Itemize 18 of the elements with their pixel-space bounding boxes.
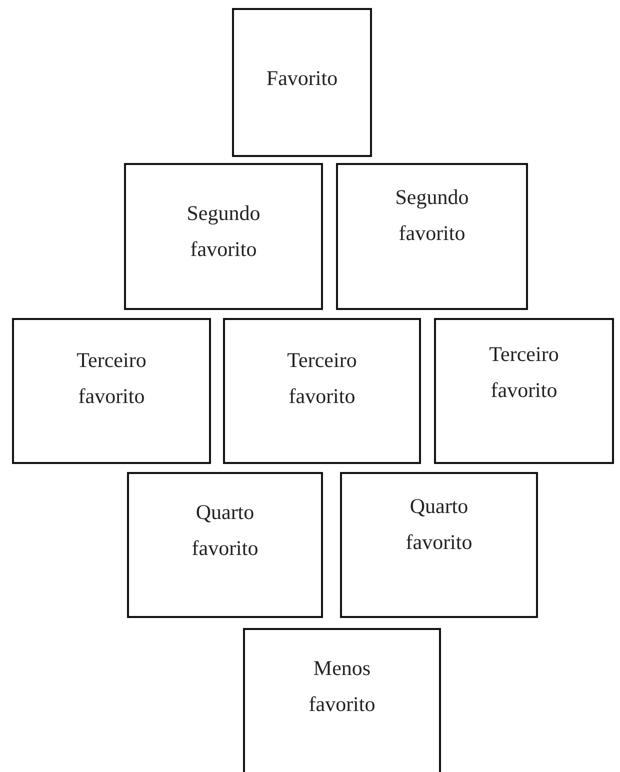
rank-label: Segundo favorito: [186, 200, 262, 263]
rank-box: [243, 628, 441, 772]
rank-label: Quarto favorito: [190, 499, 260, 562]
rank-box: [223, 318, 421, 464]
rank-box: [124, 163, 323, 310]
rank-box: [127, 472, 323, 618]
rank-label: Terceiro favorito: [76, 347, 148, 410]
rank-label: Favorito: [266, 65, 338, 92]
rank-label: Terceiro favorito: [488, 341, 560, 404]
rank-label: Menos favorito: [308, 655, 376, 718]
rank-label: Terceiro favorito: [286, 347, 358, 410]
rank-box: [232, 8, 372, 157]
rank-box: [12, 318, 211, 464]
rank-box: [340, 472, 538, 618]
rank-box: [336, 163, 528, 310]
rank-label: Segundo favorito: [394, 184, 470, 247]
rank-box: [434, 318, 614, 464]
rank-label: Quarto favorito: [404, 493, 474, 556]
